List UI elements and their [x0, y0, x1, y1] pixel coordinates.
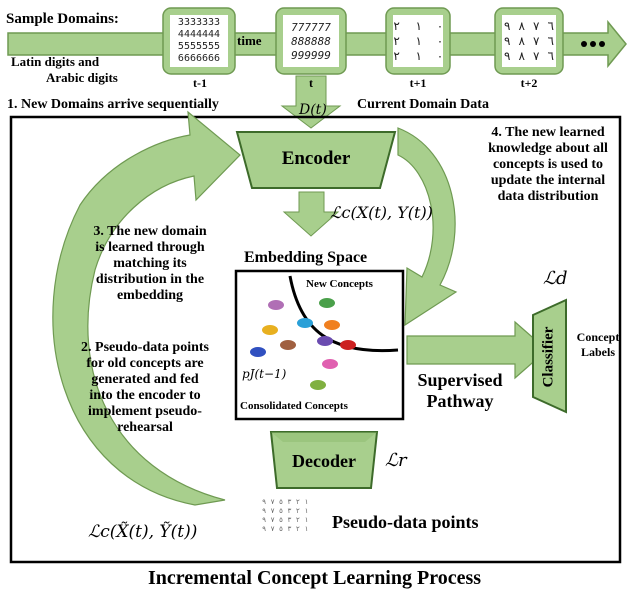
domain-digits-t-1: 3333333 4444444 5555555 6666666 [177, 17, 221, 64]
concept-cluster [324, 320, 340, 330]
pseudo-data-glyphs: ١ ٢ ٣ ٥ ٧ ٩ ١ ٢ ٣ ٥ ٧ ٩ ١ ٢ ٣ ٥ ٧ ٩ ١ ٢ … [262, 498, 309, 533]
concept-labels-line2: Labels [580, 345, 615, 359]
domain-label-t+2: t+2 [520, 76, 538, 90]
domain-data-symbol: D(t) [299, 102, 327, 118]
concept-cluster [340, 340, 356, 350]
current-domain-label: Current Domain Data [357, 97, 489, 112]
concept-labels-line1: Concept [576, 330, 620, 344]
concept-cluster [317, 336, 333, 346]
consolidated-concepts-label: Consolidated Concepts [240, 400, 348, 412]
process-frame [9, 115, 622, 564]
decoder-label: Decoder [292, 451, 356, 471]
arabic-digits-label: Arabic digits [46, 70, 118, 85]
decision-boundary [288, 275, 399, 353]
time-label: time [237, 33, 262, 48]
latin-digits-label: Latin digits and [11, 54, 100, 69]
concept-cluster [297, 318, 313, 328]
sample-domains-label: Sample Domains: [6, 11, 119, 27]
concept-cluster [250, 347, 266, 357]
domain-label-t+1: t+1 [409, 76, 427, 90]
classifier-block [532, 298, 567, 414]
concept-cluster [280, 340, 296, 350]
encoder-label: Encoder [281, 148, 351, 169]
new-domains-note: 1. New Domains arrive sequentially [7, 97, 219, 112]
domain-label-t: t [309, 76, 313, 90]
concept-cluster [262, 325, 278, 335]
concept-cluster [319, 298, 335, 308]
loss-lc: ℒc(X(t), Y(t)) [330, 203, 433, 222]
update-curve-arrow [397, 127, 458, 327]
embedding-to-classifier-arrow [406, 320, 548, 380]
domain-digits-t+1: ٠ ١ ٢ ٠ ١ ٢ ٠ ١ ٢ [393, 19, 444, 63]
encoder-to-embedding-arrow [282, 191, 340, 237]
concept-cluster [268, 300, 284, 310]
embedding-box [234, 269, 405, 421]
new-concepts-label: New Concepts [306, 278, 373, 290]
embedding-space-title: Embedding Space [244, 249, 368, 266]
loss-lr: ℒr [385, 450, 407, 471]
concept-cluster [322, 359, 338, 369]
encoder-block [235, 131, 397, 189]
domain-digits-t+2: ٦ ٧ ٨ ٩ ٦ ٧ ٨ ٩ ٦ ٧ ٨ ٩ [503, 19, 555, 63]
pseudo-data-label: Pseudo-data points [332, 512, 479, 532]
domain-label-t-1: t-1 [193, 76, 207, 90]
domain-digits-t: 777777 888888 999999 [291, 21, 331, 62]
classifier-label: Classifier [540, 326, 557, 388]
loss-ld: ℒd [543, 268, 568, 289]
figure-caption: Incremental Concept Learning Process [147, 567, 482, 589]
rehearsal-curve-arrow [52, 110, 241, 506]
loss-lc-pseudo: ℒc(X̃(t), Ỹ(t)) [88, 522, 198, 542]
pj-label: pJ(t−1) [242, 367, 287, 381]
concept-cluster [310, 380, 326, 390]
